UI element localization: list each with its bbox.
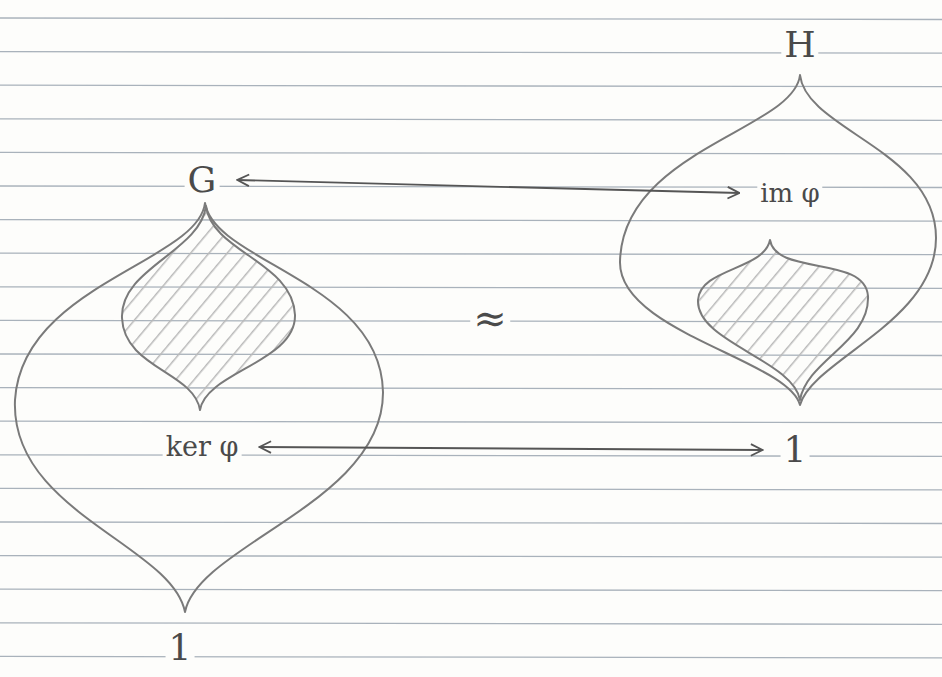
identity-label: 1 <box>781 430 810 470</box>
ruled-paper-lines <box>0 18 942 658</box>
shaded-interval <box>698 240 868 400</box>
node-text: H <box>781 25 818 65</box>
ruled-line <box>0 488 942 490</box>
group-label: H <box>781 25 818 65</box>
node-text: ker φ <box>163 432 242 462</box>
node-text: im φ <box>757 179 822 208</box>
identity-label: 1 <box>166 628 195 668</box>
ruled-line <box>0 220 942 222</box>
node-text: 1 <box>166 628 195 668</box>
ruled-line <box>0 522 942 524</box>
ruled-line <box>0 85 942 87</box>
correspondence-arrow <box>237 180 739 193</box>
kernel-label: ker φ <box>163 432 242 462</box>
correspondence-arrow <box>259 447 762 450</box>
node-text: 1 <box>781 430 810 470</box>
ruled-line <box>0 656 942 658</box>
subgroup-lattice-outline <box>15 203 383 612</box>
image-label: im φ <box>757 179 822 208</box>
ruled-line <box>0 623 942 625</box>
ruled-line <box>0 253 942 255</box>
subgroup-lattice-outline <box>620 75 936 405</box>
shaded-interval <box>122 206 295 410</box>
group-label: G <box>185 160 220 200</box>
isomorphism-sign: ≈ <box>470 296 510 340</box>
ruled-line <box>0 152 942 154</box>
ruled-line <box>0 18 942 20</box>
ruled-line <box>0 421 942 423</box>
label-text: ≈ <box>470 296 510 340</box>
ruled-line <box>0 119 942 121</box>
ruled-line <box>0 589 942 591</box>
node-text: G <box>185 160 220 200</box>
